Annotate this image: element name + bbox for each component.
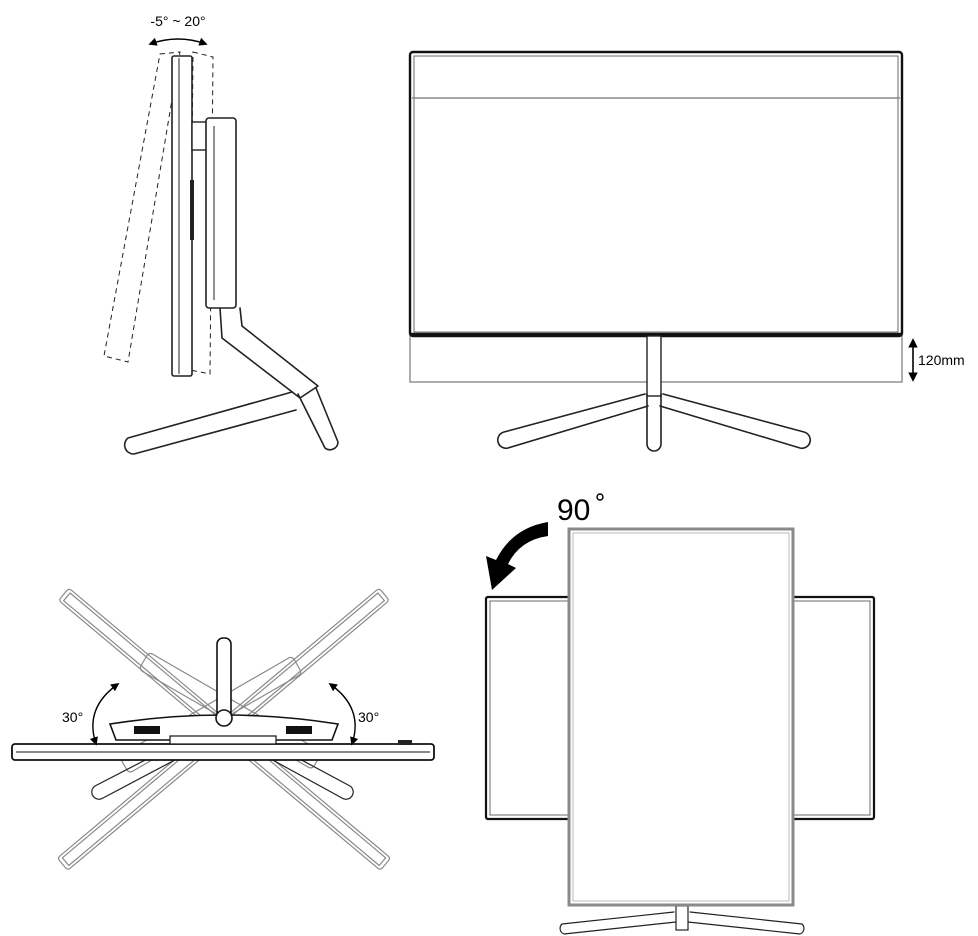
pivot-angle-label: 90 bbox=[557, 494, 590, 527]
pivot-rotation-arrow bbox=[486, 522, 548, 590]
degree-symbol bbox=[596, 493, 604, 501]
swivel-right-arc-arrow bbox=[328, 683, 359, 746]
stand-pole bbox=[646, 335, 662, 397]
monitor-front bbox=[408, 50, 904, 338]
tilt-back-outline bbox=[103, 51, 181, 363]
height-range-label: 120mm bbox=[918, 352, 965, 368]
monitor-side-profile bbox=[171, 55, 193, 377]
stand-rear-leg bbox=[297, 387, 339, 451]
tilt-panel: -5° ~ 20° bbox=[103, 13, 339, 455]
stand-left-leg bbox=[496, 393, 649, 450]
stand-right-leg bbox=[659, 393, 812, 450]
pivot-panel: 90 bbox=[484, 493, 876, 935]
tilt-arc-arrow bbox=[148, 37, 208, 46]
tilt-range-label: -5° ~ 20° bbox=[150, 13, 205, 29]
swivel-stand-neck bbox=[216, 637, 232, 719]
pivot-stand-right-leg bbox=[687, 911, 805, 935]
swivel-right-label: 30° bbox=[358, 709, 379, 725]
stand-front-leg bbox=[123, 391, 297, 455]
stand-neck bbox=[219, 307, 319, 399]
swivel-left-label: 30° bbox=[62, 709, 83, 725]
monitor-portrait bbox=[567, 527, 795, 907]
stand-front-leg-center bbox=[646, 393, 662, 452]
swivel-panel: 30° 30° bbox=[11, 588, 435, 870]
pivot-stand-left-leg bbox=[559, 911, 677, 935]
swivel-stand-right-leg bbox=[257, 741, 354, 800]
swivel-left-arc-arrow bbox=[89, 683, 120, 746]
tilt-forward-outline bbox=[189, 51, 214, 375]
swivel-stand-left-leg bbox=[91, 741, 191, 800]
stand-column bbox=[205, 117, 237, 309]
height-panel: 120mm bbox=[408, 50, 965, 452]
